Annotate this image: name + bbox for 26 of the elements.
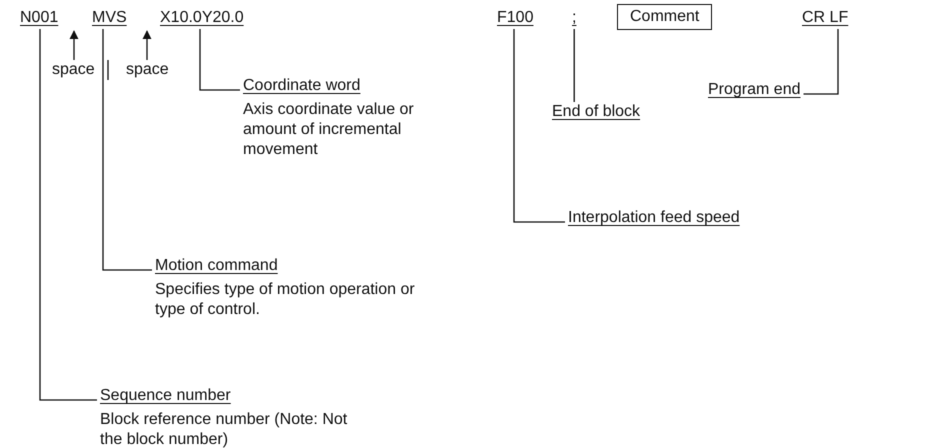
arrow: [69, 30, 79, 60]
space-label: space: [126, 60, 169, 80]
annotation-text: Block reference number (Note: Not the block number): [100, 410, 348, 448]
code-word: F100: [497, 8, 534, 28]
code-word: N001: [20, 8, 58, 28]
code-word: MVS: [92, 8, 127, 28]
annotation-heading: Interpolation feed speed: [568, 208, 740, 228]
code-word: CR LF: [802, 8, 848, 28]
leader-line: [39, 29, 97, 401]
leader-line: [574, 29, 575, 102]
arrow: [142, 30, 152, 60]
space-label: space: [52, 60, 95, 80]
leader-line: [102, 29, 152, 271]
annotation-text: Axis coordinate value or amount of incremental movement: [243, 100, 415, 160]
annotation-heading: End of block: [552, 102, 640, 122]
code-word: ;: [572, 8, 576, 28]
leader-line: [804, 29, 839, 95]
leader-line: [199, 29, 240, 91]
leader-line: [513, 29, 565, 223]
annotation-heading: Program end: [708, 80, 800, 100]
annotation-heading: Coordinate word: [243, 76, 360, 96]
comment-field: Comment: [617, 4, 712, 30]
code-word: X10.0Y20.0: [160, 8, 244, 28]
annotation-heading: Motion command: [155, 256, 278, 276]
annotation-text: Specifies type of motion operation or type of control.: [155, 280, 416, 320]
annotation-heading: Sequence number: [100, 386, 231, 406]
